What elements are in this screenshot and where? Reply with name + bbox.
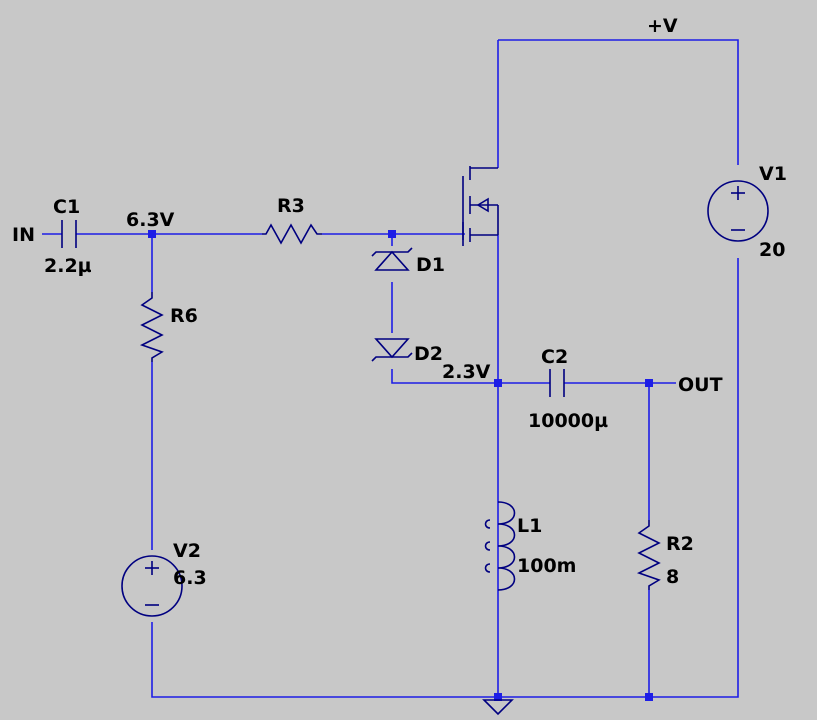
- junction-ground-right: [645, 693, 653, 701]
- l1-value-label: 100m: [517, 555, 576, 577]
- zener-diode-d2[interactable]: [371, 338, 413, 362]
- d2-ref-label: D2: [414, 343, 443, 365]
- c1-value-label: 2.2µ: [44, 255, 92, 277]
- capacitor-c2[interactable]: [549, 369, 565, 397]
- voltage-source-v1[interactable]: [707, 180, 769, 242]
- node-voltage-bias: 6.3V: [126, 209, 175, 231]
- junction-gate: [388, 230, 396, 238]
- wires: [42, 39, 739, 698]
- inductor-l1[interactable]: [484, 501, 516, 591]
- ground-icon: [482, 699, 514, 716]
- labels: +V IN OUT 6.3V 2.3V C1 2.2µ R3 R6 D1 D2 …: [12, 15, 787, 589]
- c1-ref-label: C1: [53, 196, 80, 218]
- resistor-r3[interactable]: [262, 223, 322, 245]
- junctions: [148, 230, 653, 701]
- d2-bottom-wire: [391, 369, 498, 384]
- r6-ref-label: R6: [170, 305, 198, 327]
- v1-ref-label: V1: [759, 163, 787, 185]
- junction-bias: [148, 230, 156, 238]
- capacitor-c1[interactable]: [61, 220, 77, 248]
- voltage-source-v2[interactable]: [121, 555, 183, 617]
- supply-wire: [498, 39, 739, 165]
- net-label-output: OUT: [678, 374, 723, 396]
- l1-ref-label: L1: [517, 515, 542, 537]
- c2-value-label: 10000µ: [528, 410, 608, 432]
- d1-ref-label: D1: [416, 254, 445, 276]
- v1-value-label: 20: [759, 239, 785, 261]
- r2-value-label: 8: [666, 566, 679, 588]
- net-label-input: IN: [12, 224, 35, 246]
- zener-diode-d1[interactable]: [371, 247, 413, 271]
- r3-ref-label: R3: [277, 195, 305, 217]
- r2-ref-label: R2: [666, 533, 694, 555]
- resistor-r6[interactable]: [139, 292, 164, 362]
- net-label-supply: +V: [647, 15, 678, 37]
- junction-ground-left: [494, 693, 502, 701]
- ground-return-wire: [151, 258, 739, 698]
- junction-source: [494, 379, 502, 387]
- junction-output: [645, 379, 653, 387]
- v2-ref-label: V2: [173, 540, 201, 562]
- resistor-r2[interactable]: [636, 520, 661, 590]
- v2-value-label: 6.3: [173, 567, 207, 589]
- mosfet-m1[interactable]: [462, 166, 499, 246]
- node-voltage-source: 2.3V: [442, 361, 491, 383]
- c2-ref-label: C2: [541, 346, 568, 368]
